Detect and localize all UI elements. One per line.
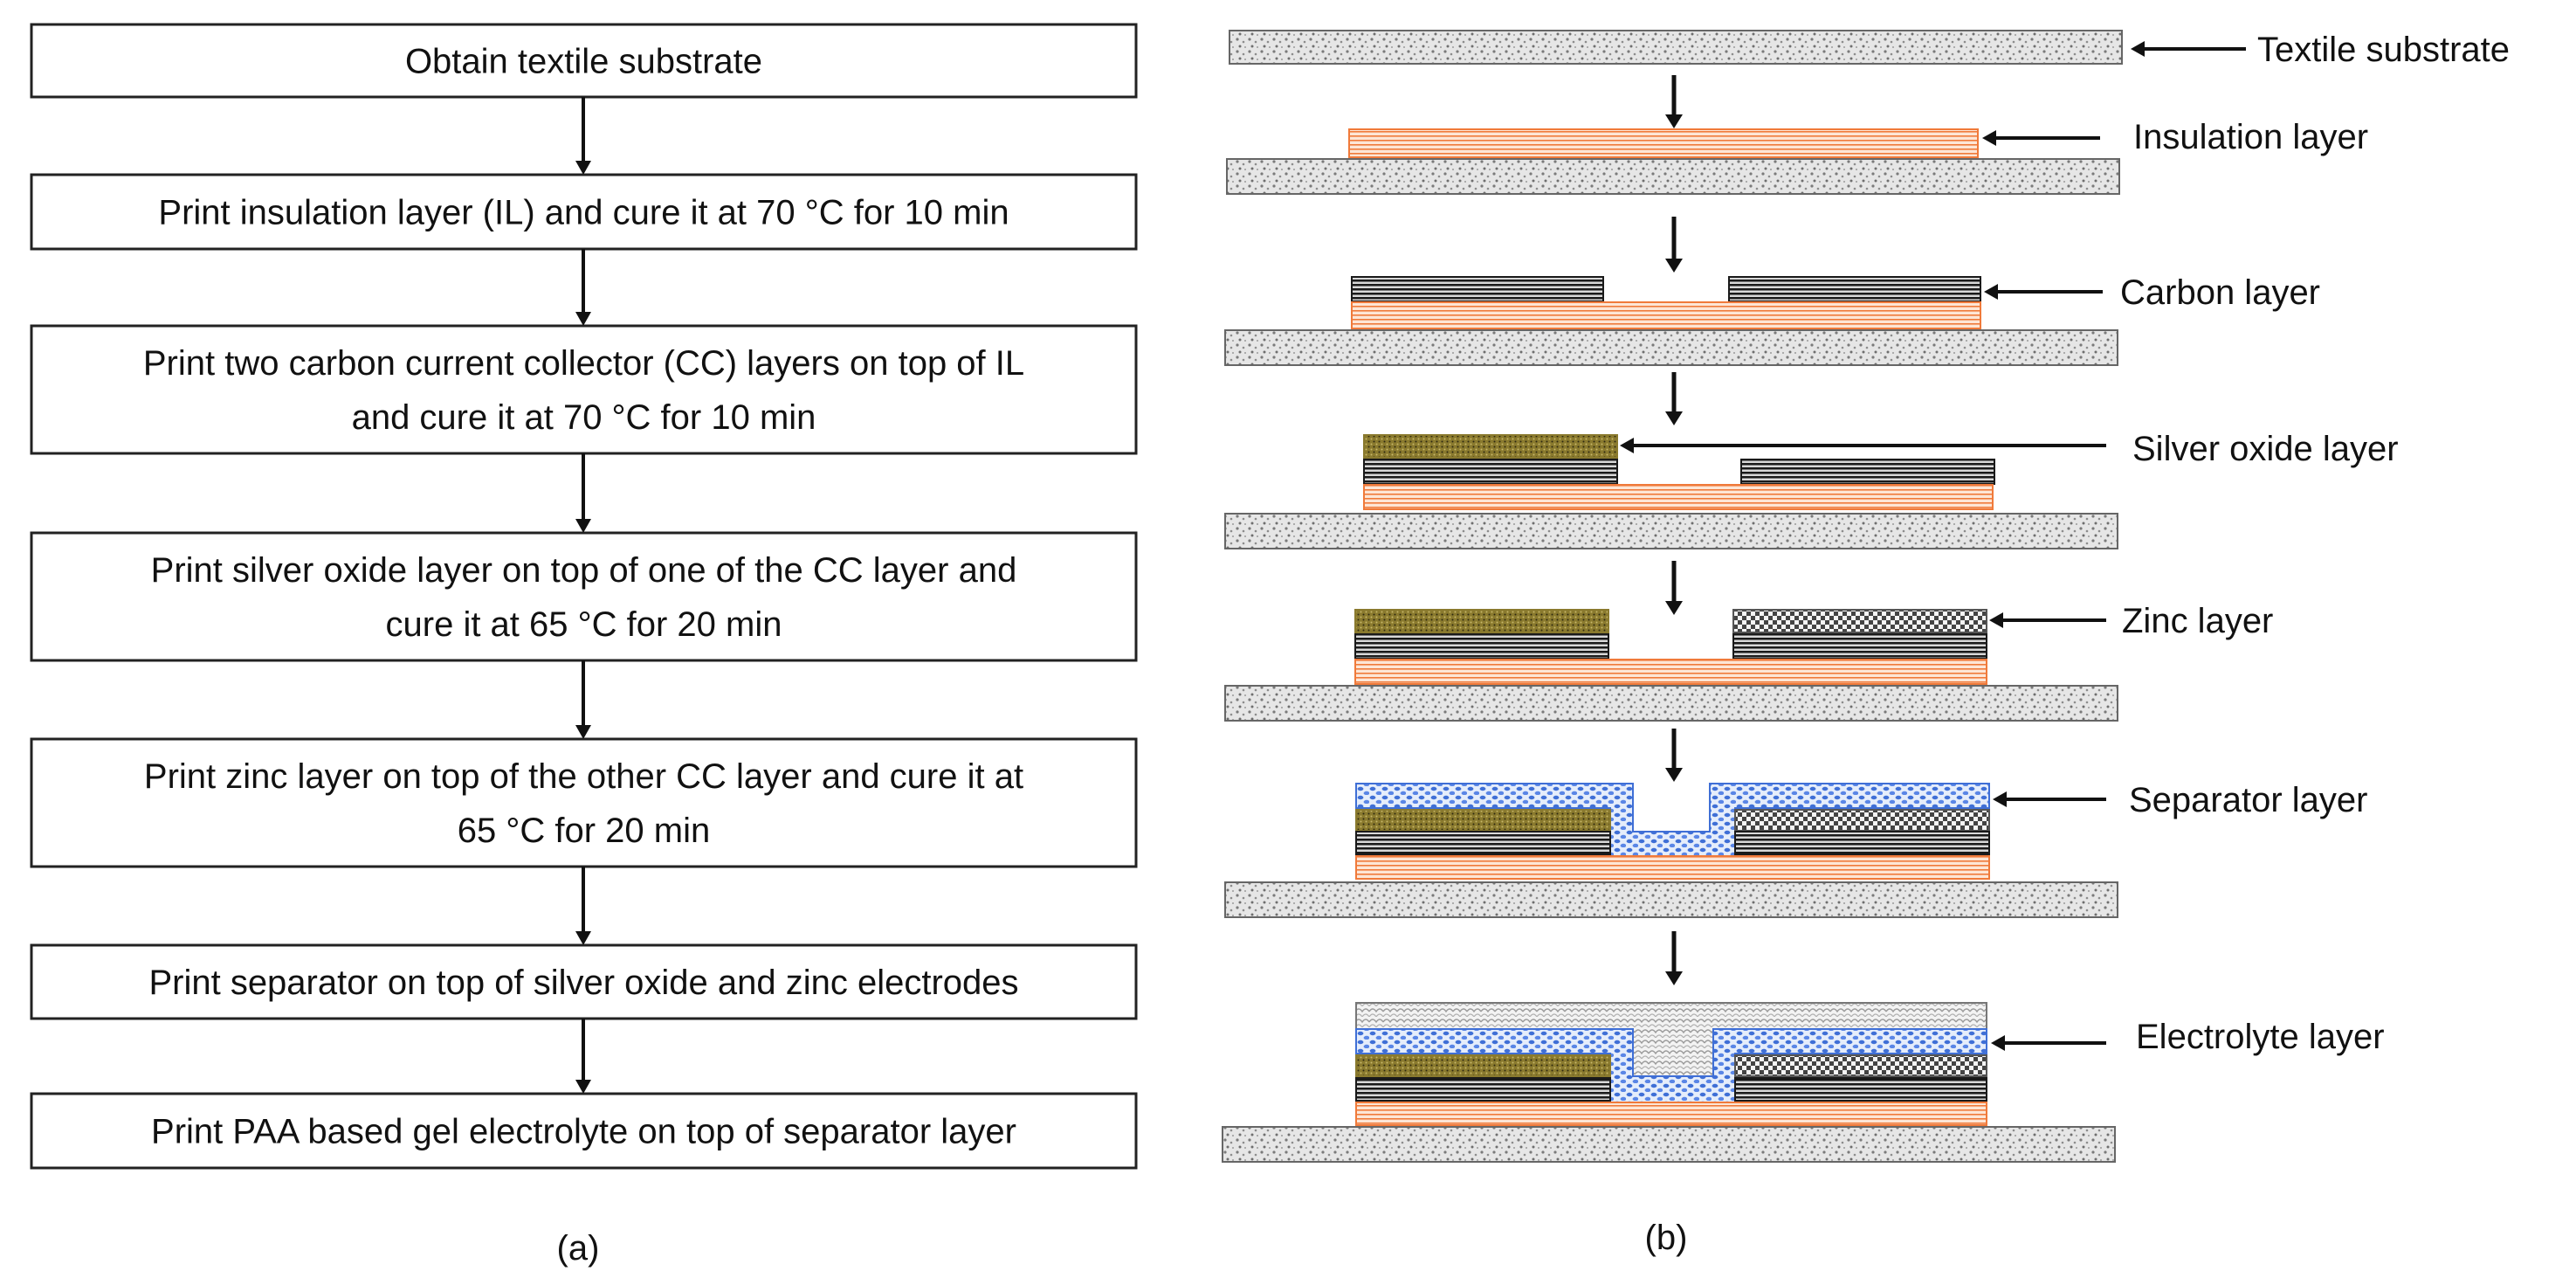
insulation-layer (1348, 128, 1979, 158)
flow-step-text: Print insulation layer (IL) and cure it … (158, 194, 1009, 232)
flow-step-1: Obtain textile substrate (30, 23, 1138, 99)
insulation-layer (1355, 855, 1990, 880)
carbon-layer-left (1363, 459, 1618, 485)
textile-substrate-layer (1229, 30, 2123, 65)
stage-3-carbon (1224, 276, 2118, 366)
zinc-layer (1734, 1054, 1987, 1077)
caption-b: (b) (1645, 1219, 1688, 1257)
stage-7-electrolyte (1222, 1002, 2116, 1163)
carbon-layer-left (1354, 633, 1609, 660)
flow-step-text: Print separator on top of silver oxide a… (148, 964, 1018, 1002)
insulation-layer (1363, 484, 1994, 510)
flow-arrowhead (575, 931, 591, 945)
carbon-layer-right (1732, 633, 1987, 660)
silver-oxide-layer (1354, 609, 1609, 633)
layer-label-5: Zinc layer (2122, 602, 2273, 640)
step-arrowhead (1665, 601, 1683, 615)
stage-2-insulation (1226, 128, 2120, 195)
layer-label-7: Electrolyte layer (2136, 1018, 2385, 1056)
zinc-layer (1732, 609, 1987, 633)
step-arrowhead (1665, 114, 1683, 128)
flow-step-6: Print separator on top of silver oxide a… (30, 943, 1138, 1020)
flow-step-text: and cure it at 70 °C for 10 min (352, 398, 816, 437)
carbon-layer-left (1355, 831, 1611, 855)
flow-step-box (30, 23, 1138, 99)
flow-arrowhead (575, 1080, 591, 1094)
flow-step-text: 65 °C for 20 min (458, 812, 710, 850)
flow-step-box (30, 324, 1138, 455)
flow-step-5: Print zinc layer on top of the other CC … (30, 737, 1138, 868)
layer-label-2: Insulation layer (2133, 118, 2368, 156)
label-pointer-arrowhead (1982, 130, 1996, 146)
step-arrowhead (1665, 971, 1683, 985)
textile-substrate-layer (1224, 685, 2118, 722)
step-arrowhead (1665, 411, 1683, 425)
flow-step-3: Print two carbon current collector (CC) … (30, 324, 1138, 455)
flow-step-box (30, 173, 1138, 251)
flow-step-4: Print silver oxide layer on top of one o… (30, 531, 1138, 662)
flow-step-box (30, 943, 1138, 1020)
textile-substrate-layer (1224, 881, 2118, 918)
stage-6-separator (1224, 783, 2118, 918)
stage-5-zinc (1224, 609, 2118, 722)
carbon-layer-left (1355, 1077, 1611, 1102)
flow-step-text: Print silver oxide layer on top of one o… (151, 551, 1017, 590)
flow-step-text: Print PAA based gel electrolyte on top o… (151, 1113, 1016, 1151)
flow-step-box (30, 737, 1138, 868)
flow-step-box (30, 531, 1138, 662)
textile-substrate-layer (1226, 158, 2120, 195)
layer-label-4: Silver oxide layer (2132, 430, 2399, 468)
flow-step-2: Print insulation layer (IL) and cure it … (30, 173, 1138, 251)
zinc-layer (1734, 809, 1990, 832)
layer-label-6: Separator layer (2129, 781, 2367, 819)
flow-arrowhead (575, 161, 591, 175)
silver-oxide-layer (1355, 1054, 1611, 1077)
label-pointer-arrowhead (1620, 438, 1634, 453)
flow-step-text: Print zinc layer on top of the other CC … (144, 757, 1023, 796)
carbon-layer-right (1728, 276, 1981, 302)
carbon-layer-right (1734, 831, 1990, 855)
flow-arrowhead (575, 725, 591, 739)
layer-label-1: Textile substrate (2257, 31, 2510, 69)
carbon-layer-right (1740, 459, 1995, 485)
label-pointer-arrowhead (1993, 791, 2007, 807)
layer-label-3: Carbon layer (2120, 273, 2320, 312)
stage-1-textile (1229, 30, 2123, 65)
separator-layer (1355, 1028, 1987, 1103)
step-arrowhead (1665, 259, 1683, 273)
step-arrowhead (1665, 768, 1683, 782)
carbon-layer-left (1351, 276, 1604, 302)
stage-4-silver-oxide (1224, 434, 2118, 549)
flow-arrowhead (575, 519, 591, 533)
flow-step-text: Print two carbon current collector (CC) … (143, 344, 1024, 383)
textile-substrate-layer (1224, 513, 2118, 549)
flow-step-7: Print PAA based gel electrolyte on top o… (30, 1092, 1138, 1170)
insulation-layer (1351, 301, 1981, 329)
flow-step-box (30, 1092, 1138, 1170)
carbon-layer-right (1734, 1077, 1987, 1102)
flow-arrowhead (575, 312, 591, 326)
label-pointer-arrowhead (1991, 1035, 2005, 1051)
insulation-layer (1355, 1102, 1987, 1126)
label-pointer-arrowhead (1984, 284, 1998, 300)
textile-substrate-layer (1222, 1126, 2116, 1163)
caption-a: (a) (557, 1229, 600, 1268)
flow-step-text: cure it at 65 °C for 20 min (386, 605, 782, 644)
textile-substrate-layer (1224, 329, 2118, 366)
insulation-layer (1354, 659, 1987, 685)
label-pointer-arrowhead (1989, 612, 2003, 628)
silver-oxide-layer (1355, 809, 1611, 832)
label-pointer-arrowhead (2131, 41, 2145, 57)
flow-step-text: Obtain textile substrate (405, 43, 762, 81)
separator-layer (1355, 783, 1990, 857)
silver-oxide-layer (1363, 434, 1618, 459)
